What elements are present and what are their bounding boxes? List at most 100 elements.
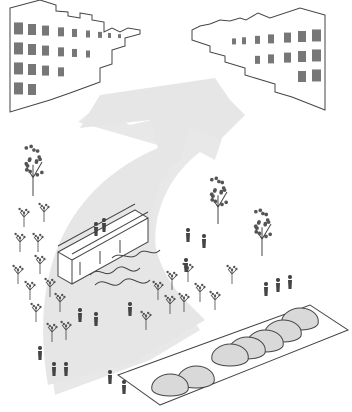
leaf [220,203,224,207]
person-body [52,367,56,376]
leaf [216,292,218,294]
window [298,51,306,62]
leaf [268,232,272,236]
leaf [173,272,175,274]
leaf [35,160,39,164]
leaf [33,305,35,307]
leaf [32,233,34,235]
leaf [203,286,205,288]
leaf [17,269,19,271]
leaf [23,212,25,214]
person-head [128,302,132,306]
leaf [37,304,39,306]
leaf [209,291,211,293]
person-body [184,263,188,272]
leaf [37,237,39,239]
person-head [64,362,68,366]
leaf [171,275,173,277]
leaf [19,266,21,268]
leaf [65,325,67,327]
leaf [210,192,214,196]
leaf [263,223,267,227]
window [312,69,321,81]
leaf [51,327,53,329]
leaf [12,265,14,267]
leaf [210,178,214,182]
leaf [167,297,169,299]
leaf [29,145,33,149]
window [14,42,23,54]
leaf [18,208,20,210]
leaf [17,235,19,237]
person-body [94,317,98,326]
window [28,24,36,35]
leaf [28,157,32,161]
window [28,44,36,55]
leaf [145,315,147,317]
person-head [186,228,190,232]
person-body [108,375,112,384]
leaf [213,188,217,192]
leaf [14,233,16,235]
leaf [21,268,23,270]
leaf [140,311,142,313]
leaf [23,236,25,238]
leaf [51,279,53,281]
leaf [157,285,159,287]
window [298,31,306,42]
leaf [60,321,62,323]
leaf [189,264,191,266]
leaf [219,191,223,195]
leaf [39,259,41,261]
leaf [49,325,51,327]
leaf [233,266,235,268]
leaf [46,323,48,325]
leaf [39,306,41,308]
person-body [186,233,190,242]
leaf [57,295,59,297]
person-body [288,280,292,289]
leaf [36,149,40,153]
person-head [264,282,268,286]
window [28,84,36,95]
leaf [38,203,40,205]
leaf [36,173,40,177]
person-body [122,385,126,394]
person-body [102,223,106,232]
leaf [28,170,32,174]
leaf [41,236,43,238]
leaf [197,285,199,287]
window [86,31,90,38]
window [118,34,121,38]
window [28,64,36,75]
leaf [169,299,171,301]
leaf [171,296,173,298]
leaf [24,281,26,283]
leaf [38,158,42,162]
leaf [31,282,33,284]
leaf [47,280,49,282]
leaf [25,168,29,172]
person-head [288,275,292,279]
window [14,62,23,74]
person-body [64,367,68,376]
leaf [39,234,41,236]
window [242,37,246,44]
leaf [54,293,56,295]
leaf [49,282,51,284]
person-body [78,313,82,322]
leaf [191,266,193,268]
leaf [55,326,57,328]
leaf [152,281,154,283]
leaf [34,255,36,257]
leaf [194,283,196,285]
leaf [143,313,145,315]
leaf [53,324,55,326]
window [72,29,77,37]
leaf [264,213,268,217]
person-body [264,287,268,296]
leaf [261,212,265,216]
window [58,47,64,56]
leaf [185,294,187,296]
